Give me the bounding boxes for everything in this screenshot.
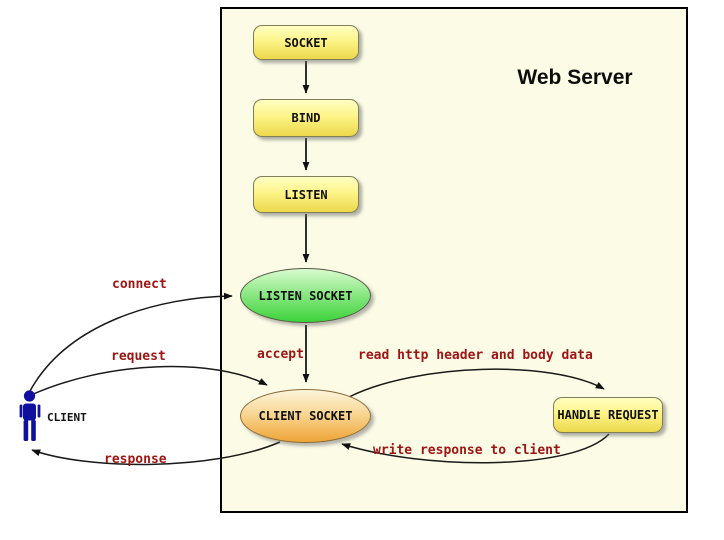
node-listen: LISTEN: [253, 176, 359, 213]
node-client-socket-label: CLIENT SOCKET: [258, 409, 353, 423]
edge-label-accept: accept: [257, 347, 304, 362]
node-listen-socket-label: LISTEN SOCKET: [258, 288, 353, 303]
node-socket-label: SOCKET: [284, 35, 328, 50]
node-bind: BIND: [253, 99, 359, 137]
edge-label-request: request: [111, 349, 166, 364]
node-listen-socket: LISTEN SOCKET: [240, 268, 371, 323]
edge-label-read-http: read http header and body data: [358, 348, 593, 363]
edge-label-connect: connect: [112, 277, 167, 292]
node-bind-label: BIND: [291, 111, 321, 125]
client-person-icon: [19, 390, 41, 441]
edge-label-write-response: write response to client: [373, 443, 561, 458]
node-socket: SOCKET: [253, 25, 359, 60]
node-handle-request: HANDLE REQUEST: [553, 397, 663, 433]
node-client-socket: CLIENT SOCKET: [240, 389, 371, 443]
node-handle-request-label: HANDLE REQUEST: [557, 408, 659, 422]
connect-arrow: [29, 292, 233, 392]
node-listen-label: LISTEN: [284, 187, 328, 202]
edge-label-response: response: [104, 452, 167, 467]
client-label: CLIENT: [47, 411, 87, 424]
page-title: Web Server: [517, 66, 633, 89]
